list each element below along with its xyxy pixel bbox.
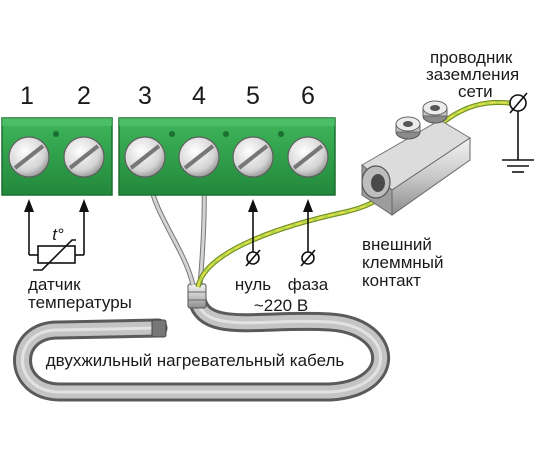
screw-1 bbox=[8, 136, 50, 178]
power-inputs bbox=[245, 199, 316, 267]
terminal-number-1: 1 bbox=[20, 82, 34, 110]
terminal-number-2: 2 bbox=[77, 82, 91, 110]
screw-5 bbox=[232, 136, 274, 178]
phase-label: фаза bbox=[288, 275, 329, 294]
sensor-label-line-1: датчик bbox=[28, 275, 81, 294]
terminal-number-5: 5 bbox=[246, 82, 260, 110]
terminal-number-4: 4 bbox=[192, 82, 206, 110]
external-terminal-label-line-3: контакт bbox=[362, 271, 421, 290]
clamp-screw-left bbox=[395, 116, 421, 140]
terminal-number-3: 3 bbox=[138, 82, 152, 110]
arrow-up-icon bbox=[303, 199, 313, 212]
screw-2 bbox=[63, 136, 105, 178]
temperature-sensor bbox=[24, 199, 89, 271]
temperature-symbol: t° bbox=[52, 225, 64, 244]
external-terminal-label-line-1: внешний bbox=[362, 235, 432, 254]
cable-label: двухжильный нагревательный кабель bbox=[46, 351, 345, 370]
clamp-screw-right bbox=[422, 100, 448, 124]
external-terminal-label-line-2: клеммный bbox=[362, 253, 443, 272]
ground-label-line-1: проводник bbox=[430, 48, 513, 67]
cable-coupling bbox=[187, 283, 207, 309]
arrow-up-icon bbox=[248, 199, 258, 212]
cable-cores bbox=[147, 181, 207, 286]
terminal-numbers: 1 2 3 4 5 6 bbox=[20, 82, 315, 110]
arrow-up-icon bbox=[24, 199, 34, 212]
cable-end-cap bbox=[151, 319, 167, 338]
arrow-up-icon bbox=[79, 199, 89, 212]
external-clamp-terminal bbox=[361, 100, 471, 216]
terminal-number-6: 6 bbox=[301, 82, 315, 110]
screw-3 bbox=[124, 136, 166, 178]
voltage-label: ~220 В bbox=[254, 296, 308, 315]
ground-label-line-2: заземления bbox=[426, 65, 519, 84]
neutral-label: нуль bbox=[235, 275, 271, 294]
sensor-label-line-2: температуры bbox=[28, 293, 132, 312]
screw-6 bbox=[287, 136, 329, 178]
terminal-screws bbox=[8, 136, 329, 178]
heating-cable bbox=[13, 283, 391, 402]
ground-symbol bbox=[502, 92, 534, 173]
screw-4 bbox=[178, 136, 220, 178]
ground-label-line-3: сети bbox=[458, 82, 493, 101]
